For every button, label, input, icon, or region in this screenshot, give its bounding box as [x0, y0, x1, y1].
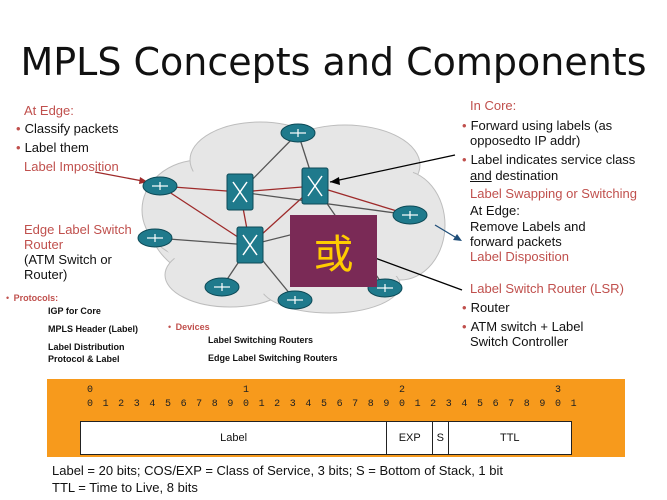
core-bullet: •Label indicates service class: [462, 152, 636, 167]
protocols-header-row: • Protocols:: [6, 293, 59, 303]
overlay-glyph: 或: [313, 232, 354, 278]
elsr-desc: Router): [24, 267, 68, 282]
edge-right-line: At Edge:: [470, 203, 520, 218]
label-imposition: Label Imposition: [24, 159, 119, 174]
lsr-bullet-cont: Switch Controller: [470, 334, 569, 349]
device-item: Edge Label Switching Routers: [208, 353, 338, 363]
bit-ruler-unit-digit: 0: [242, 399, 249, 410]
core-bullet-rest: destination: [491, 168, 559, 183]
bit-ruler-unit-digit: 2: [430, 399, 437, 410]
edge-right-line: forward packets: [470, 234, 562, 249]
slide-title: MPLS Concepts and Components: [20, 40, 647, 84]
protocol-item: Label Distribution: [48, 342, 125, 352]
edge-bullet: •Label them: [16, 140, 89, 155]
elsr-header-cont: Router: [24, 237, 64, 252]
edge-right-line: Remove Labels and: [470, 219, 586, 234]
bit-ruler-unit-digit: 7: [352, 399, 359, 410]
core-bullet-cont: and destination: [470, 168, 558, 183]
header-field-ttl: TTL: [499, 432, 520, 444]
bit-ruler-unit-digit: 8: [523, 399, 530, 410]
bit-ruler-unit-digit: 9: [383, 399, 390, 410]
devices-header: Devices: [175, 322, 210, 332]
bit-ruler-tens-digit: 0: [86, 385, 93, 396]
device-item: Label Switching Routers: [208, 335, 314, 345]
bit-ruler-unit-digit: 5: [320, 399, 327, 410]
devices-header-row: • Devices: [168, 322, 210, 332]
overlay-box: [290, 215, 377, 287]
protocol-item: IGP for Core: [48, 306, 101, 316]
edge-bullet: •Classify packets: [16, 121, 119, 136]
bit-ruler-unit-digit: 3: [133, 399, 140, 410]
bit-ruler-unit-digit: 2: [274, 399, 281, 410]
lsr-bullet: •ATM switch + Label: [462, 319, 584, 334]
core-bullet-text: Label indicates service class: [470, 152, 636, 167]
bit-ruler-unit-digit: 0: [86, 399, 93, 410]
bit-ruler-unit-digit: 3: [289, 399, 296, 410]
protocol-item: MPLS Header (Label): [48, 324, 139, 334]
elsr-desc: (ATM Switch or: [24, 252, 112, 267]
annotation-arrows: [94, 154, 463, 291]
bit-ruler-unit-digit: 2: [118, 399, 125, 410]
core-bullet: •Forward using labels (as: [462, 118, 613, 133]
header-field-exp: EXP: [387, 422, 434, 454]
bit-ruler-unit-digit: 1: [258, 399, 265, 410]
bit-ruler-tens-digit: 3: [554, 385, 561, 396]
bit-ruler-unit-digit: 1: [414, 399, 421, 410]
elsr-header: Edge Label Switch: [24, 222, 132, 237]
bit-ruler-unit-digit: 7: [196, 399, 203, 410]
bit-ruler-unit-digit: 7: [508, 399, 515, 410]
underlined-word: and: [470, 168, 492, 183]
bit-ruler-unit-digit: 8: [211, 399, 218, 410]
core-bullet-text: Forward using labels (as: [470, 118, 613, 133]
bit-ruler-unit-digit: 8: [367, 399, 374, 410]
bit-ruler-unit-digit: 9: [539, 399, 546, 410]
footer-legend: Label = 20 bits; COS/EXP = Class of Serv…: [52, 462, 503, 496]
bit-ruler-tens-digit: 1: [242, 385, 249, 396]
bit-ruler-unit-digit: 4: [305, 399, 312, 410]
footer-line: Label = 20 bits; COS/EXP = Class of Serv…: [52, 463, 504, 478]
bit-ruler-unit-digit: 5: [476, 399, 483, 410]
bit-ruler-tens-digit: 2: [398, 385, 405, 396]
bit-ruler-unit-digit: 0: [554, 399, 561, 410]
footer-line: TTL = Time to Live, 8 bits: [52, 480, 198, 495]
core-switch-icons: [226, 167, 329, 264]
header-field-s: S: [433, 422, 449, 454]
bit-ruler-unit-digit: 6: [336, 399, 343, 410]
edge-bullet-text: Label them: [24, 140, 89, 155]
bit-ruler-unit-digit: 0: [398, 399, 405, 410]
bit-ruler-unit-digit: 9: [227, 399, 234, 410]
bit-ruler-unit-digit: 1: [570, 399, 577, 410]
bit-ruler-unit-digit: 1: [102, 399, 109, 410]
lsr-bullet-text: Router: [470, 300, 510, 315]
label-disposition: Label Disposition: [470, 249, 570, 264]
bit-ruler-unit-digit: 4: [149, 399, 156, 410]
core-bullet-cont: opposedto IP addr): [470, 133, 581, 148]
header-field-label: Label: [81, 422, 388, 454]
bit-ruler-unit-digit: 5: [164, 399, 171, 410]
bit-ruler-unit-digit: 6: [492, 399, 499, 410]
protocol-item: Protocol & Label: [48, 354, 120, 364]
core-header: In Core:: [470, 98, 517, 113]
bit-ruler-unit-digit: 4: [461, 399, 468, 410]
label-swapping: Label Swapping or Switching: [470, 186, 637, 201]
bit-ruler-unit-digit: 3: [445, 399, 452, 410]
lsr-bullet: •Router: [462, 300, 510, 315]
lsr-bullet-text: ATM switch + Label: [470, 319, 584, 334]
bit-ruler-unit-digit: 6: [180, 399, 187, 410]
lsr-header: Label Switch Router (LSR): [470, 281, 624, 296]
edge-header: At Edge:: [24, 103, 74, 118]
edge-bullet-text: Classify packets: [24, 121, 119, 136]
protocols-header: Protocols:: [13, 293, 59, 303]
